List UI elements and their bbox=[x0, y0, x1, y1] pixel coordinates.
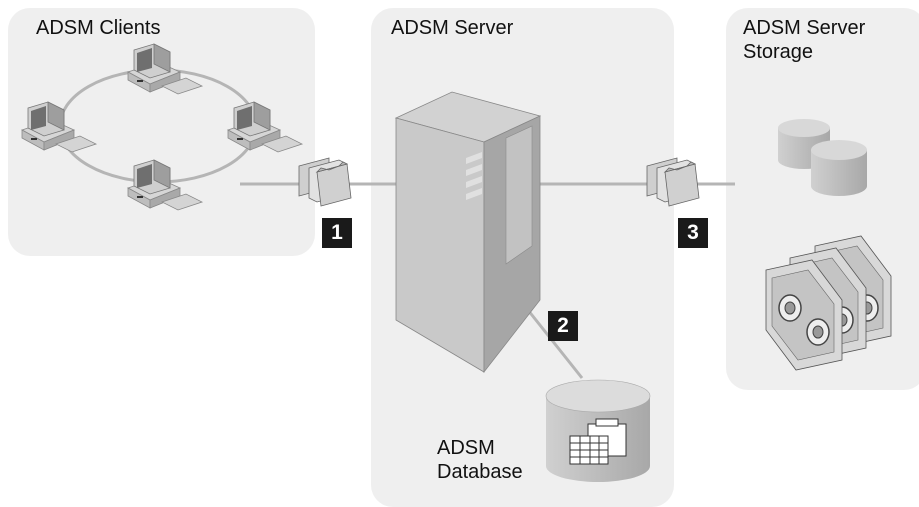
folder-icon bbox=[646, 157, 700, 207]
folder-icon bbox=[298, 157, 352, 207]
disk-icon bbox=[811, 140, 867, 196]
computer-icon bbox=[21, 101, 97, 153]
storage-title: ADSM Server Storage bbox=[743, 16, 913, 64]
storage-title-line1: ADSM Server bbox=[743, 17, 866, 39]
server-tower-icon bbox=[394, 91, 542, 374]
step-2-badge: 2 bbox=[548, 311, 578, 341]
clients-title: ADSM Clients bbox=[36, 17, 161, 39]
step-3-badge: 3 bbox=[678, 218, 708, 248]
database-label: ADSM Database bbox=[437, 436, 523, 484]
tape-cartridges bbox=[765, 235, 892, 371]
step-1-badge: 1 bbox=[322, 218, 352, 248]
computer-icon bbox=[227, 101, 303, 153]
computer-icon bbox=[127, 43, 203, 95]
computer-icon bbox=[127, 159, 203, 211]
database-label-line1: ADSM bbox=[437, 437, 495, 459]
database-icon bbox=[545, 379, 651, 482]
database-label-line2: Database bbox=[437, 461, 523, 483]
server-title: ADSM Server bbox=[391, 17, 514, 39]
storage-title-line2: Storage bbox=[743, 41, 814, 63]
clipboard-table-icon bbox=[569, 418, 627, 465]
